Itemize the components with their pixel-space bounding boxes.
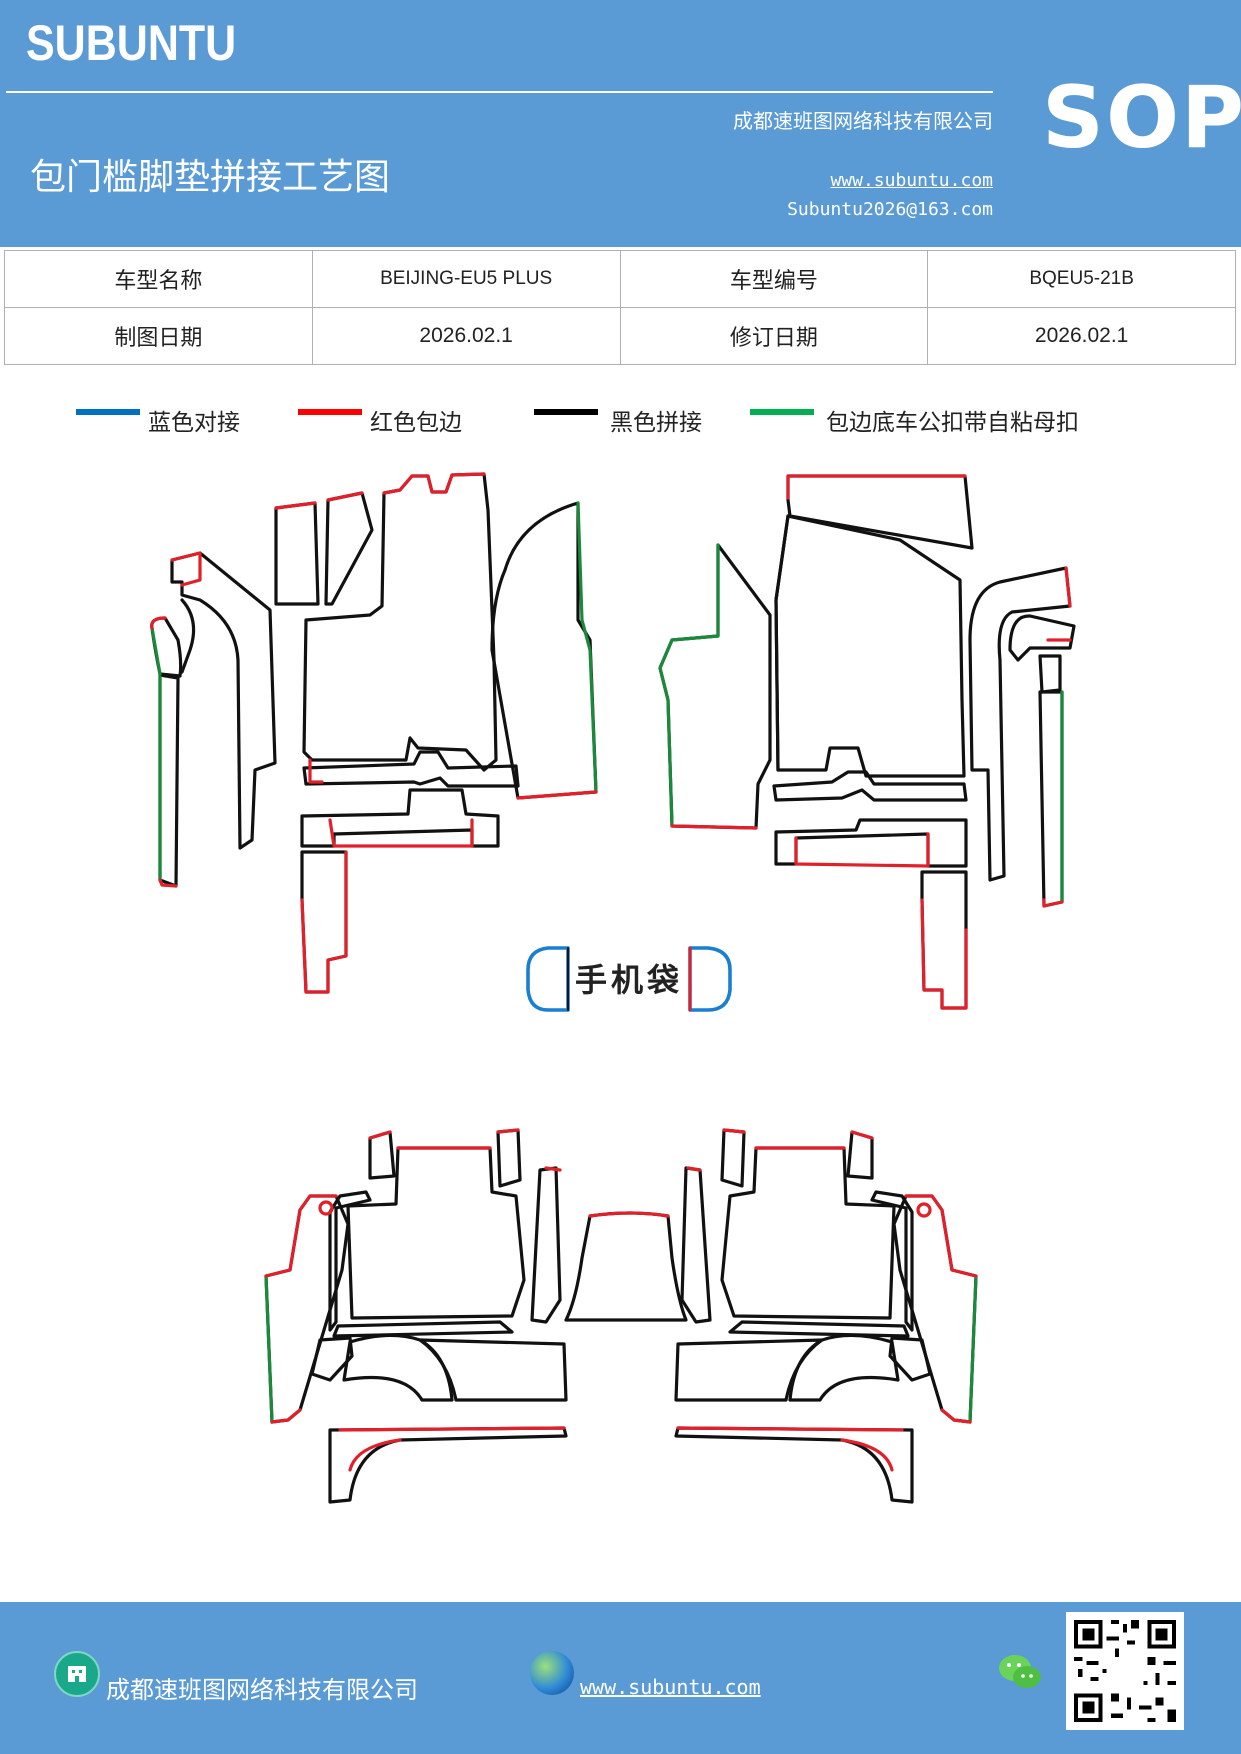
header-banner [0, 0, 1241, 247]
revise-date-value: 2026.02.1 [927, 307, 1236, 365]
legend-blue: 蓝色对接 [76, 402, 240, 438]
footer-website-link[interactable]: www.subuntu.com [580, 1675, 761, 1699]
legend-label-red: 红色包边 [370, 410, 462, 436]
header-divider [6, 91, 993, 93]
brand-logo: SUBUNTU [26, 15, 237, 71]
draw-date-value: 2026.02.1 [311, 307, 621, 365]
legend-swatch-red [298, 409, 362, 415]
phone-pocket [526, 946, 732, 1012]
legend-swatch-green [750, 409, 814, 415]
phone-pocket-label: 手机袋 [575, 961, 684, 999]
sop-mark: SOP [1042, 68, 1241, 168]
building-icon [54, 1651, 100, 1697]
table-row: 制图日期 2026.02.1 修订日期 2026.02.1 [4, 307, 1236, 365]
floor-mat-diagram [150, 472, 1076, 1504]
rear-left-mat-group [264, 1128, 568, 1504]
legend-green: 包边底车公扣带自粘母扣 [750, 402, 1079, 438]
footer-company: 成都速班图网络科技有限公司 [106, 1676, 418, 1704]
wechat-icon [996, 1650, 1044, 1694]
draw-date-label: 制图日期 [4, 307, 313, 365]
revise-date-label: 修订日期 [619, 307, 929, 365]
page-title: 包门槛脚垫拼接工艺图 [30, 157, 391, 198]
model-name-label: 车型名称 [4, 250, 313, 308]
vehicle-info-table: 车型名称 BEIJING-EU5 PLUS 车型编号 BQEU5-21B 制图日… [4, 250, 1236, 365]
rear-right-mat-group [674, 1128, 978, 1504]
legend-swatch-blue [76, 409, 140, 415]
qr-code [1066, 1612, 1184, 1730]
model-code-value: BQEU5-21B [927, 250, 1236, 308]
table-row: 车型名称 BEIJING-EU5 PLUS 车型编号 BQEU5-21B [4, 250, 1236, 308]
legend-swatch-black [534, 409, 598, 415]
front-left-mat-group [150, 472, 598, 994]
legend-red: 红色包边 [298, 402, 462, 438]
header-company: 成都速班图网络科技有限公司 [733, 109, 993, 133]
header-website-link[interactable]: www.subuntu.com [830, 170, 993, 191]
rear-center-mat [564, 1211, 688, 1322]
legend-label-black: 黑色拼接 [610, 410, 702, 436]
front-right-mat-group [658, 474, 1076, 1010]
model-code-label: 车型编号 [619, 250, 929, 308]
legend-label-green: 包边底车公扣带自粘母扣 [826, 410, 1079, 436]
legend-label-blue: 蓝色对接 [148, 410, 240, 436]
model-name-value: BEIJING-EU5 PLUS [311, 250, 621, 308]
legend-black: 黑色拼接 [534, 402, 702, 438]
globe-icon [530, 1651, 574, 1695]
header-email: Subuntu2026@163.com [787, 199, 993, 220]
